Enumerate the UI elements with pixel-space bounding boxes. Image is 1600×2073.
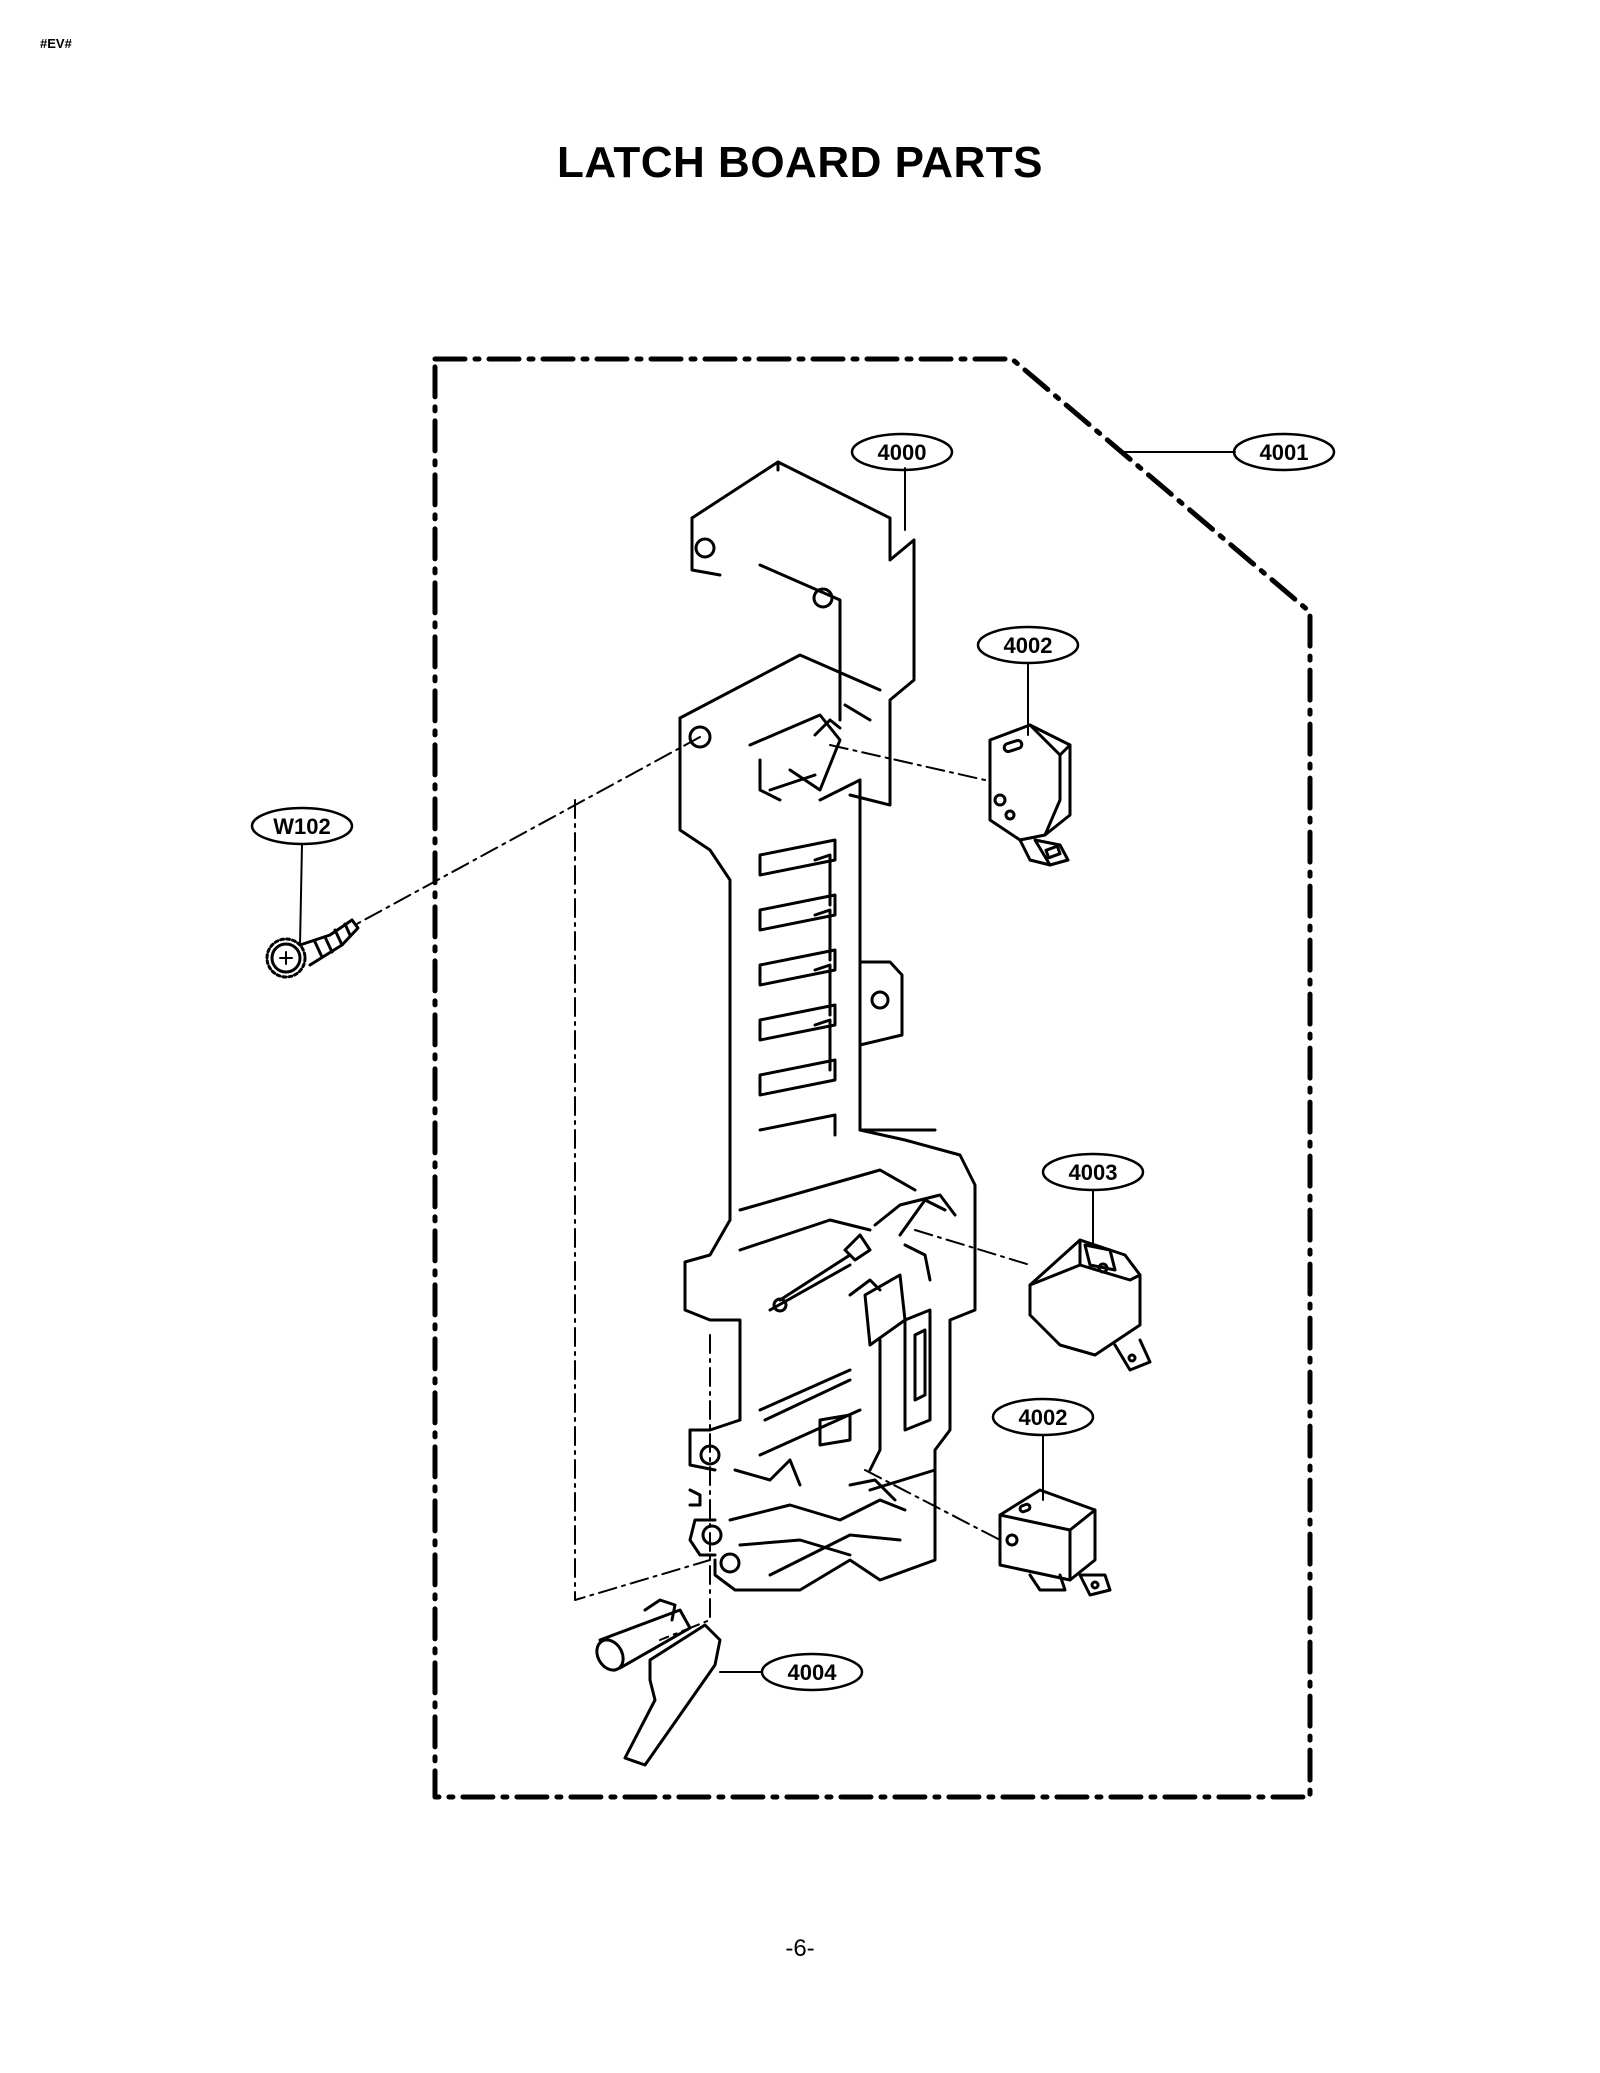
callout-4003-label: 4003 [1069, 1160, 1118, 1185]
switch-lower-part [998, 1488, 1112, 1597]
slat-fins [758, 838, 837, 1137]
latch-board-body [678, 460, 977, 1592]
callout-4002-lower: 4002 [991, 1397, 1095, 1437]
switch-upper-part [988, 723, 1072, 867]
page-number: -6- [785, 1935, 815, 1962]
callout-4001: 4001 [1232, 432, 1336, 472]
callout-4000-label: 4000 [878, 440, 927, 465]
page-title: LATCH BOARD PARTS [557, 138, 1043, 187]
document-code: #EV# [40, 36, 72, 51]
assembly-boundary [432, 356, 1313, 1800]
lever-part [595, 1598, 722, 1767]
callout-4002-upper: 4002 [976, 625, 1080, 665]
callout-4000: 4000 [850, 432, 954, 472]
screw-part [265, 918, 360, 979]
callout-4002-upper-label: 4002 [1004, 633, 1053, 658]
assembly-guide-lines [354, 736, 1031, 1641]
callout-w102-label: W102 [273, 814, 330, 839]
leader-lines [299, 451, 1236, 1673]
callout-4001-label: 4001 [1260, 440, 1309, 465]
callout-4002-lower-label: 4002 [1019, 1405, 1068, 1430]
callout-4004: 4004 [760, 1652, 864, 1692]
callout-4003: 4003 [1041, 1152, 1145, 1192]
switch-middle-part [1028, 1238, 1152, 1372]
callout-4004-label: 4004 [788, 1660, 838, 1685]
callout-w102: W102 [250, 806, 354, 846]
